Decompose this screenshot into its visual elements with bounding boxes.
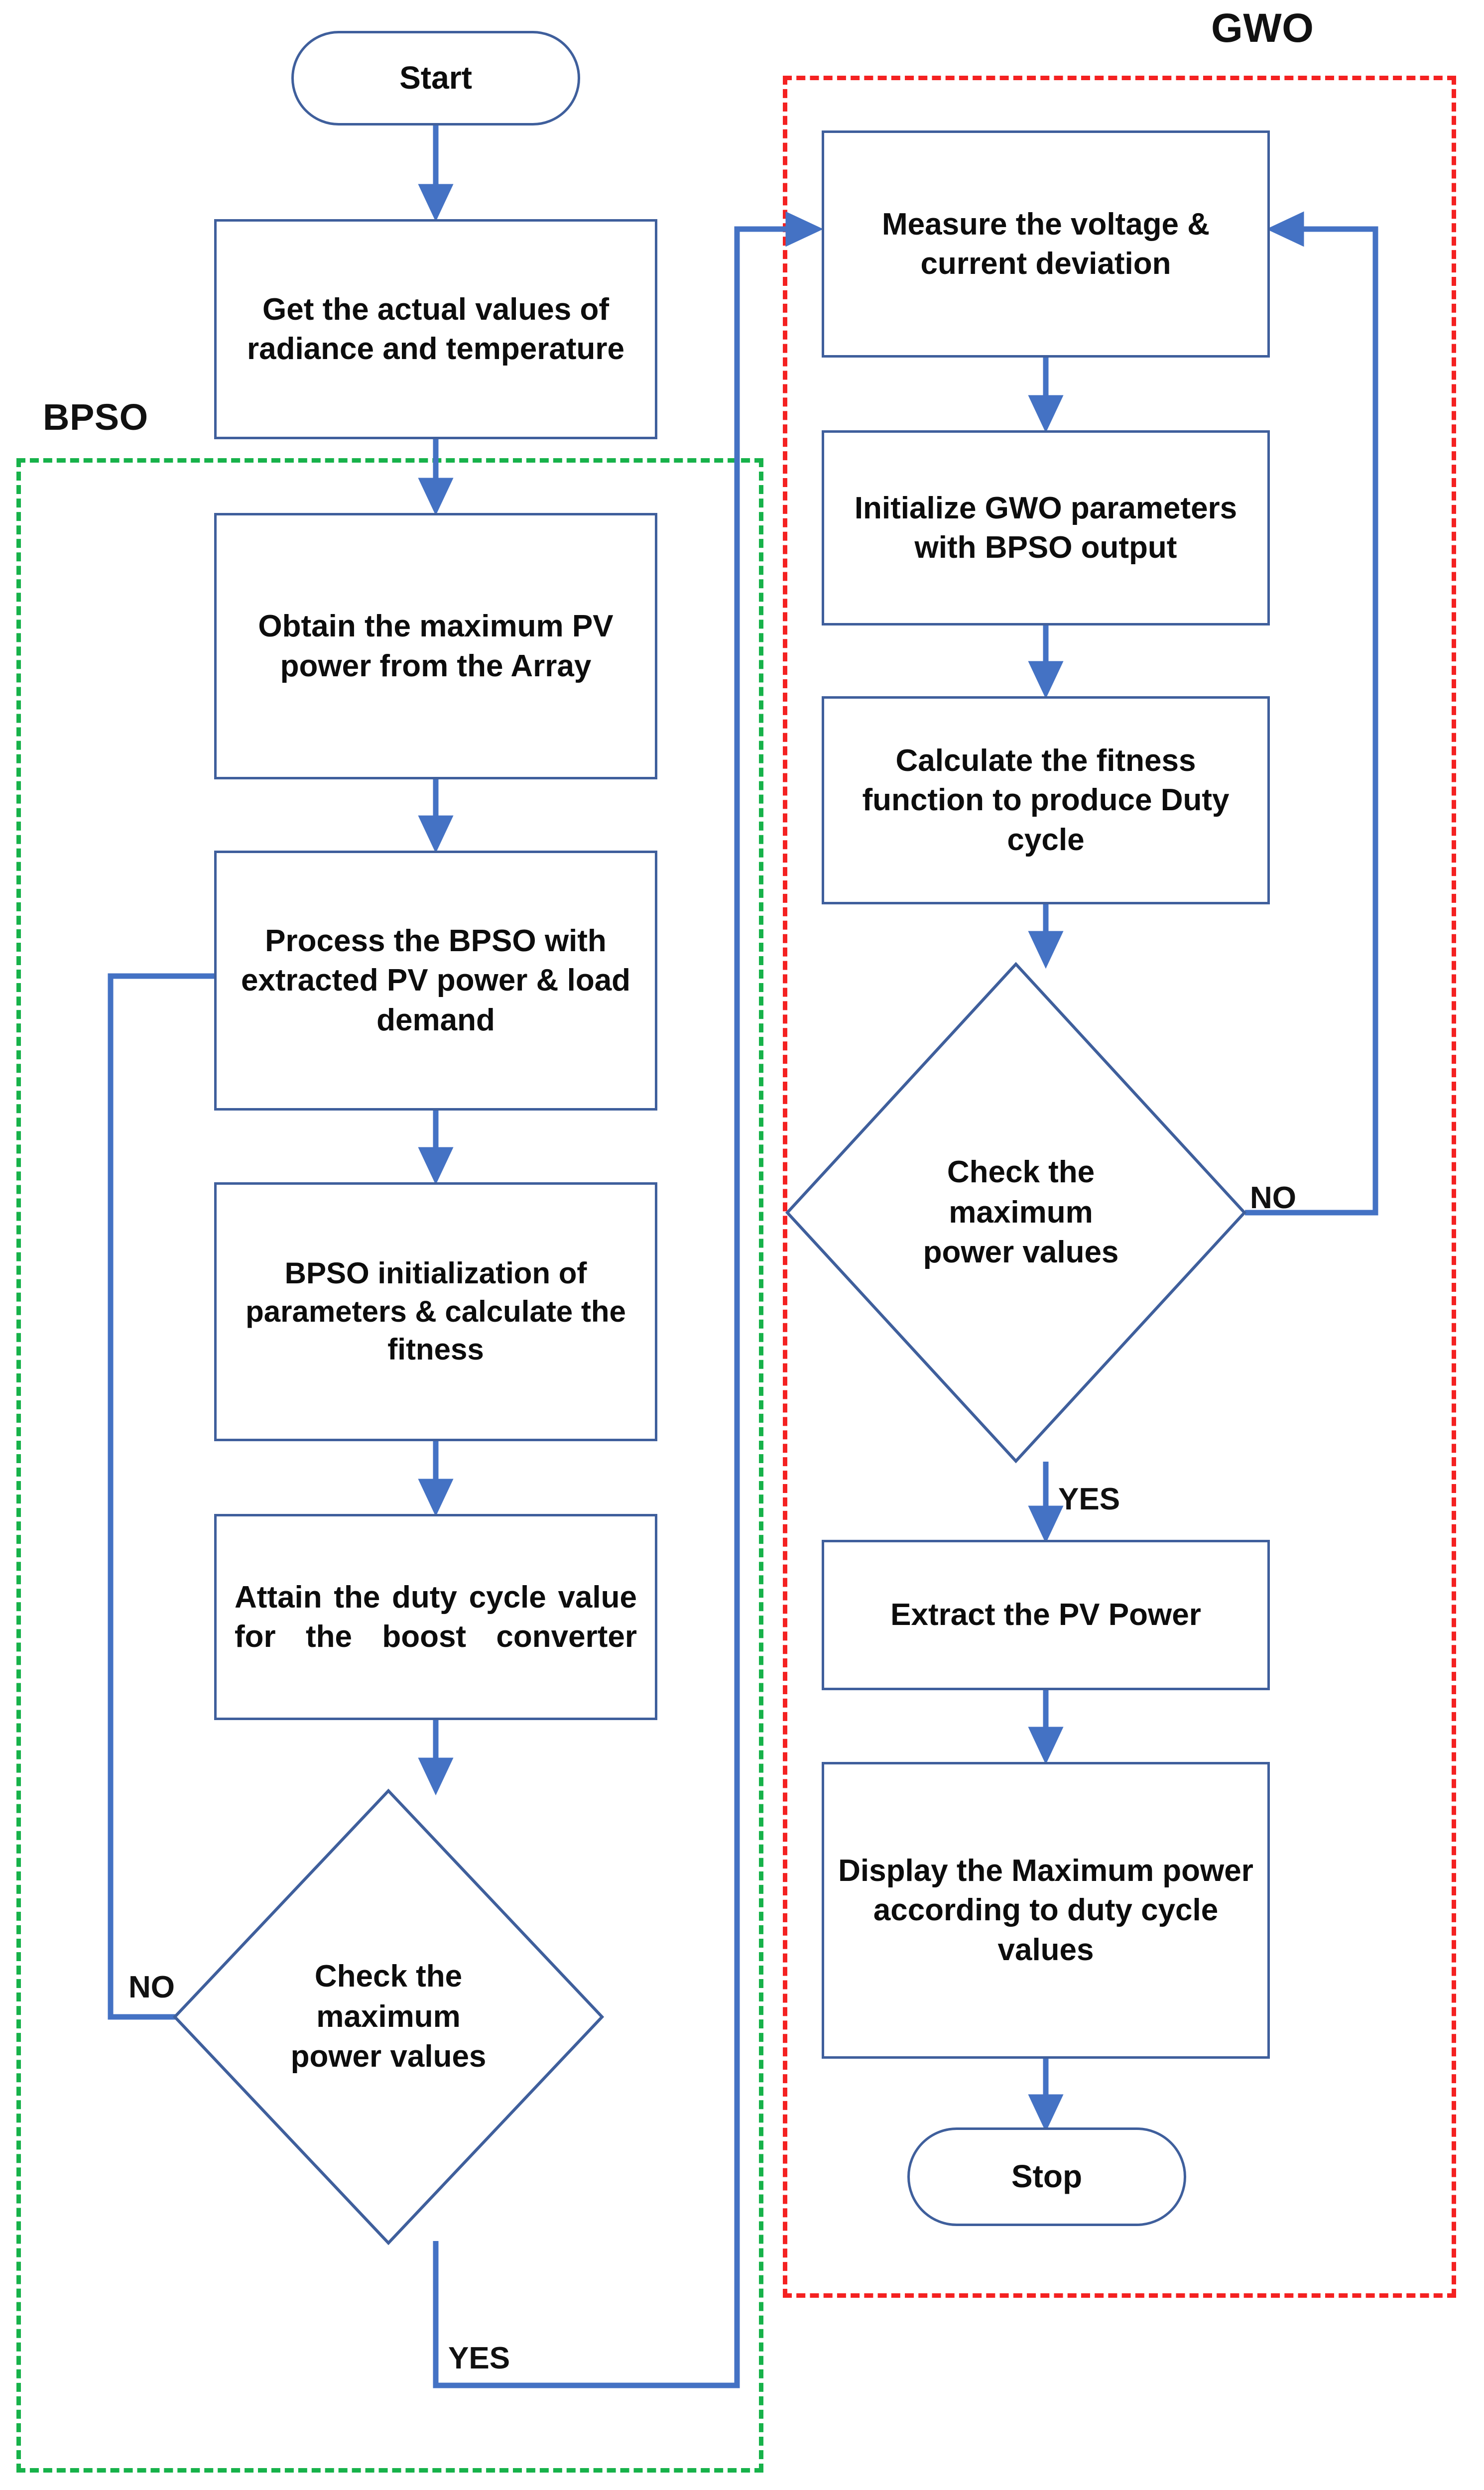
stop-label: Stop — [1011, 2158, 1083, 2195]
edge-left-no-feedback — [108, 958, 313, 2020]
right-diamond-shape — [785, 962, 1247, 1464]
gwo-group-label: GWO — [1211, 5, 1314, 51]
bpso-init-label: BPSO initialization of parameters & calc… — [246, 1256, 626, 1367]
right-yes-label: YES — [1058, 1482, 1120, 1516]
measure-box[interactable]: Measure the voltage & current deviation — [822, 130, 1270, 358]
attain-duty-box[interactable]: Attain the duty cycle value for the boos… — [214, 1514, 657, 1720]
extract-pv-box[interactable]: Extract the PV Power — [822, 1540, 1270, 1690]
init-gwo-box[interactable]: Initialize GWO parameters with BPSO outp… — [822, 430, 1270, 625]
stop-terminal[interactable]: Stop — [907, 2127, 1186, 2226]
start-label: Start — [399, 60, 472, 96]
edge-left-yes-to-measure — [433, 211, 824, 2388]
display-max-box[interactable]: Display the Maximum power according to d… — [822, 1762, 1270, 2059]
extract-pv-label: Extract the PV Power — [890, 1598, 1201, 1632]
obtain-power-box[interactable]: Obtain the maximum PV power from the Arr… — [214, 513, 657, 779]
get-values-box[interactable]: Get the actual values of radiance and te… — [214, 219, 657, 439]
left-no-label: NO — [128, 1970, 175, 2004]
get-values-label: Get the actual values of radiance and te… — [247, 292, 625, 366]
right-decision-diamond[interactable]: Check the maximum power values — [784, 961, 1247, 1464]
init-gwo-label: Initialize GWO parameters with BPSO outp… — [854, 491, 1237, 565]
bpso-init-box[interactable]: BPSO initialization of parameters & calc… — [214, 1182, 657, 1441]
attain-duty-label: Attain the duty cycle value for the boos… — [235, 1580, 637, 1654]
start-terminal[interactable]: Start — [291, 31, 580, 125]
calc-fitness-label: Calculate the fitness function to produc… — [862, 743, 1230, 857]
left-decision-label: Check the maximum power values — [290, 1959, 487, 2074]
display-max-label: Display the Maximum power according to d… — [838, 1853, 1253, 1967]
right-no-label: NO — [1250, 1181, 1296, 1215]
calc-fitness-box[interactable]: Calculate the fitness function to produc… — [822, 696, 1270, 904]
left-yes-label: YES — [448, 2341, 510, 2375]
process-bpso-box[interactable]: Process the BPSO with extracted PV power… — [214, 851, 657, 1111]
right-decision-label: Check the maximum power values — [923, 1155, 1119, 1270]
bpso-group-label: BPSO — [43, 396, 148, 438]
left-decision-diamond[interactable]: Check the maximum power values — [172, 1788, 605, 2246]
measure-label: Measure the voltage & current deviation — [881, 207, 1210, 281]
left-diamond-shape — [172, 1788, 605, 2245]
obtain-power-label: Obtain the maximum PV power from the Arr… — [258, 609, 614, 683]
process-bpso-label: Process the BPSO with extracted PV power… — [241, 923, 631, 1037]
edge-right-no-feedback — [1245, 211, 1378, 1216]
